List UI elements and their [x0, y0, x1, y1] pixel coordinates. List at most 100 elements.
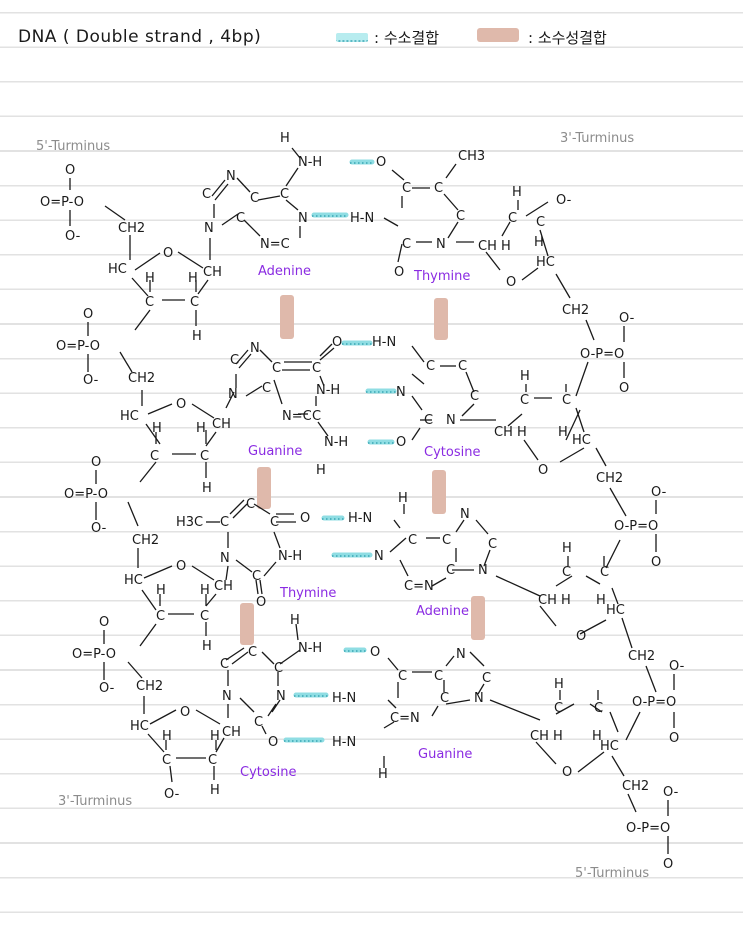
atom-h: H	[156, 583, 166, 598]
atom-c: C	[488, 537, 497, 552]
atom-o: O	[99, 615, 109, 630]
atom-h: H	[592, 729, 602, 744]
atom-c: C	[562, 393, 571, 408]
atom-n: N	[478, 563, 488, 578]
atom-hc: HC	[120, 409, 139, 424]
atom-c: C	[536, 215, 545, 230]
atom-hc: HC	[600, 739, 619, 754]
covalent-bonds	[69, 147, 675, 854]
atom-ch3: CH3	[458, 149, 485, 164]
atom-o-minus: O-	[83, 373, 99, 388]
atom-h: H	[152, 421, 162, 436]
atom-o: O	[91, 455, 101, 470]
atom-o: O	[65, 163, 75, 178]
atom-n-h: N-H	[298, 155, 322, 170]
atom-c: C	[200, 609, 209, 624]
terminus-bottom-right: 5'-Turminus	[575, 866, 649, 881]
atom-c: C	[562, 565, 571, 580]
atom-o: O	[396, 435, 406, 450]
atom-c: C	[254, 715, 263, 730]
atom-h: H	[202, 481, 212, 496]
atom-o: O	[376, 155, 386, 170]
atom-c: C	[434, 181, 443, 196]
atom-ch2: CH2	[128, 371, 155, 386]
atom-h: H	[534, 235, 544, 250]
atom-c: C	[145, 295, 154, 310]
atom-h: H	[210, 729, 220, 744]
legend-hydrogen-bond-swatch	[336, 33, 368, 42]
atom-n: N	[456, 647, 466, 662]
atom-h3c: H3C	[176, 515, 203, 530]
atom-c: C	[162, 753, 171, 768]
atom-o: O	[83, 307, 93, 322]
atom-ch2: CH2	[118, 221, 145, 236]
base-label-thymine: Thymine	[279, 586, 336, 601]
diagram-title: DNA ( Double strand , 4bp)	[18, 27, 262, 47]
atom-n: N	[276, 689, 286, 704]
atom-c: C	[236, 211, 245, 226]
atom-h: H	[188, 271, 198, 286]
atom-n: N	[374, 549, 384, 564]
atom-h: H	[162, 729, 172, 744]
atom-ch: CH	[214, 579, 233, 594]
atom-c: C	[248, 645, 257, 660]
atom-o: O	[663, 857, 673, 872]
atom-n-h: N-H	[316, 383, 340, 398]
base-label-cytosine: Cytosine	[424, 445, 480, 460]
atom-ch-h: CH H	[494, 425, 527, 440]
atom-c: C	[230, 353, 239, 368]
hydrophobic-bar	[471, 596, 485, 640]
hydrogen-bonds	[283, 159, 397, 743]
atom-ch2: CH2	[132, 533, 159, 548]
atom-h: H	[202, 639, 212, 654]
atom-c: C	[190, 295, 199, 310]
base-label-thymine: Thymine	[413, 269, 470, 284]
atoms: O O=P-O O- CH2 HC O CH H H C C H H N-H C…	[40, 131, 685, 872]
atom-c: C	[208, 753, 217, 768]
atom-o-minus: O-	[619, 311, 635, 326]
atom-c: C	[434, 669, 443, 684]
atom-hc: HC	[130, 719, 149, 734]
atom-hc: HC	[536, 255, 555, 270]
atom-c: C	[402, 237, 411, 252]
atom-n: N	[446, 413, 456, 428]
atom-n: N	[396, 385, 406, 400]
atom-ch2: CH2	[596, 471, 623, 486]
atom-c: C	[312, 409, 321, 424]
hydrophobic-bar	[257, 467, 271, 509]
atom-o: O	[163, 246, 173, 261]
atom-o: O	[256, 595, 266, 610]
atom-o-minus: O-	[65, 229, 81, 244]
atom-h: H	[562, 541, 572, 556]
hydrophobic-bar	[280, 295, 294, 339]
atom-o: O	[332, 335, 342, 350]
atom-c: C	[402, 181, 411, 196]
atom-o: O	[394, 265, 404, 280]
atom-c: C	[220, 657, 229, 672]
atom-c: C	[200, 449, 209, 464]
atom-c: C	[440, 691, 449, 706]
atom-o-minus: O-	[669, 659, 685, 674]
atom-ch2: CH2	[136, 679, 163, 694]
atom-o: O	[619, 381, 629, 396]
base-labels: Adenine Thymine Guanine Cytosine Thymine…	[240, 264, 480, 780]
atom-c: C	[594, 701, 603, 716]
atom-c: C	[270, 515, 279, 530]
atom-c: C	[246, 497, 255, 512]
atom-ch: CH	[222, 725, 241, 740]
atom-n: N	[228, 387, 238, 402]
atom-h: H	[210, 783, 220, 798]
atom-o: O	[576, 629, 586, 644]
atom-ch: CH	[212, 417, 231, 432]
atom-h-n: H-N	[332, 691, 356, 706]
atom-c: C	[252, 569, 261, 584]
atom-h: H	[558, 425, 568, 440]
atom-hc: HC	[572, 433, 591, 448]
atom-h-n: H-N	[372, 335, 396, 350]
atom-c: C	[600, 565, 609, 580]
atom-c: C	[274, 661, 283, 676]
legend-hydrophobic-bond-label: : 소수성결합	[528, 29, 607, 47]
atom-o-minus: O-	[99, 681, 115, 696]
atom-n-h: N-H	[324, 435, 348, 450]
